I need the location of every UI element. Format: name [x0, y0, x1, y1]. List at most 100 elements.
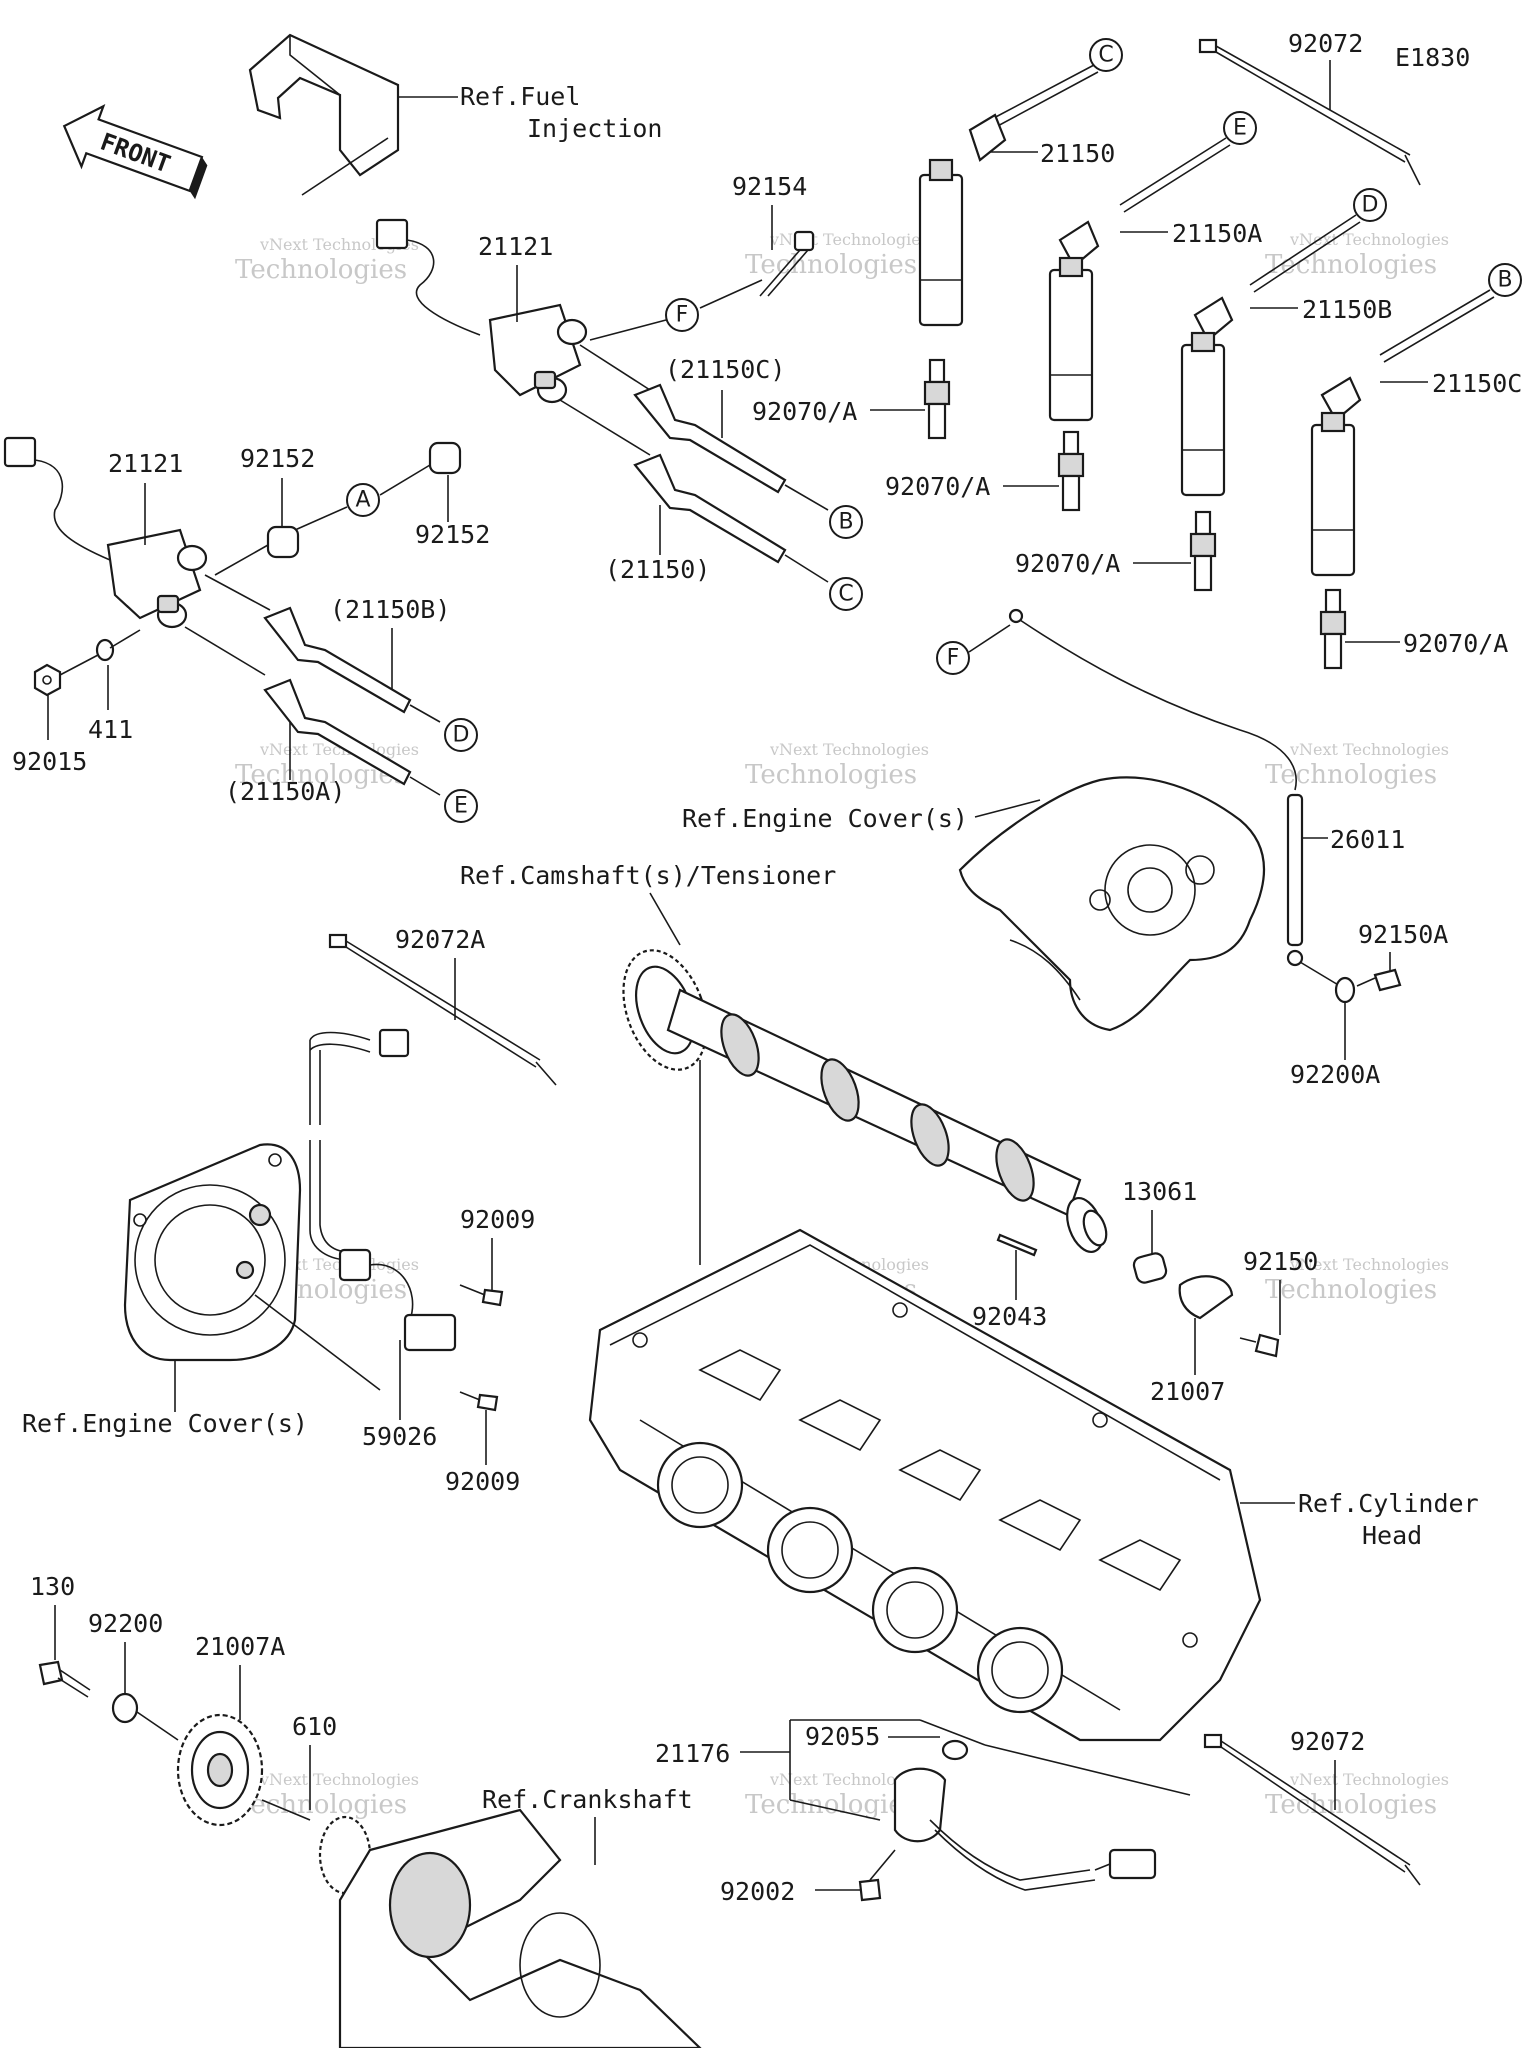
- part-92152-left: 92152: [240, 444, 315, 473]
- spark-plug-lead-21150C: [1310, 289, 1495, 577]
- part-21150B-paren: (21150B): [330, 595, 450, 624]
- watermark-text: Technologies: [745, 760, 917, 790]
- engine-cover-left: [123, 1143, 302, 1362]
- watermark-text: Technologies: [235, 1790, 407, 1820]
- callout-d-letter: D: [453, 723, 470, 748]
- watermark-text: vNext Technologies: [769, 740, 929, 759]
- part-92043: 92043: [972, 1302, 1047, 1331]
- callout-d-letter: D: [1362, 193, 1379, 218]
- part-21150B: 21150B: [1302, 295, 1392, 324]
- callout-e-letter: E: [1233, 116, 1247, 141]
- plug-boot-21150C: [633, 383, 829, 511]
- watermark-text: Technologies: [235, 255, 407, 285]
- callout-d: [444, 718, 478, 752]
- callout-a: [346, 483, 380, 517]
- ground-lead-26011: [1008, 608, 1304, 967]
- part-92009-bot: 92009: [445, 1467, 520, 1496]
- callout-f: [936, 641, 970, 675]
- part-92150: 92150: [1243, 1247, 1318, 1276]
- part-610: 610: [292, 1712, 337, 1741]
- part-92150A: 92150A: [1358, 920, 1448, 949]
- watermark-text: vNext Technologies: [1289, 1255, 1449, 1274]
- washer-411: [95, 638, 115, 662]
- watermark-text: Technologies: [1265, 760, 1437, 790]
- watermark-text: vNext Technologies: [769, 1770, 929, 1789]
- part-59026: 59026: [362, 1422, 437, 1451]
- part-21150: 21150: [1040, 139, 1115, 168]
- watermark-text: Technologies: [1265, 250, 1437, 280]
- part-92015: 92015: [12, 747, 87, 776]
- bolt-92150: [1239, 1333, 1280, 1358]
- plug-boot-21150B: [263, 606, 441, 723]
- bolt-92150A: [1356, 968, 1402, 992]
- watermark-text: vNext Technologies: [1289, 740, 1449, 759]
- callout-c-letter: C: [1098, 43, 1113, 68]
- callout-b: [829, 505, 863, 539]
- fuel-injection-bracket: [248, 33, 458, 196]
- part-92072A: 92072A: [395, 925, 485, 954]
- part-92072-top: 92072: [1288, 29, 1363, 58]
- spark-plug-lead-21150: [918, 64, 1099, 327]
- bolt-130: [38, 1660, 91, 1698]
- timing-rotor-21007A: [176, 1713, 264, 1827]
- part-92070-2: 92070/A: [885, 472, 990, 501]
- diagram-code: E1830: [1395, 43, 1470, 72]
- part-92070-1: 92070/A: [752, 397, 857, 426]
- callout-c-letter: C: [838, 582, 853, 607]
- callout-b-letter: B: [1497, 268, 1512, 293]
- cylinder-head: [588, 1228, 1262, 1742]
- callout-e: [444, 789, 478, 823]
- cable-tie-92072-bot: [1203, 1733, 1421, 1886]
- callout-a-letter: A: [355, 488, 370, 513]
- watermark-text: Technologies: [745, 250, 917, 280]
- part-21150A: 21150A: [1172, 219, 1262, 248]
- spark-plug-3: [1189, 510, 1217, 592]
- callout-f-letter: F: [676, 303, 689, 328]
- rotor-13061: [1132, 1252, 1168, 1284]
- watermark-text: vNext Technologies: [259, 1770, 419, 1789]
- o-ring-92055: [941, 1739, 969, 1761]
- callout-f: [665, 298, 699, 332]
- part-92009-top: 92009: [460, 1205, 535, 1234]
- plug-boot-21150: [633, 453, 829, 583]
- watermark-text: vNext Technologies: [1289, 1770, 1449, 1789]
- part-21121-top: 21121: [478, 232, 553, 261]
- part-21007A: 21007A: [195, 1632, 285, 1661]
- part-92070-3: 92070/A: [1015, 549, 1120, 578]
- part-26011: 26011: [1330, 825, 1405, 854]
- bolt-92009-bot: [459, 1391, 499, 1412]
- spark-plug-lead-21150A: [1048, 137, 1231, 422]
- spark-plug-4: [1319, 588, 1347, 670]
- callout-d: [1353, 188, 1387, 222]
- front-arrow-icon: FRONT: [62, 104, 208, 200]
- part-92200: 92200: [88, 1609, 163, 1638]
- ignition-coil-top: [375, 218, 651, 456]
- part-130: 130: [30, 1572, 75, 1601]
- part-21150-paren: (21150): [605, 555, 710, 584]
- part-92200A: 92200A: [1290, 1060, 1380, 1089]
- ignition-coil-left: [3, 436, 271, 676]
- watermark-text: Technologies: [745, 1790, 917, 1820]
- engine-cover-right: [958, 776, 1266, 1032]
- part-21150A-paren: (21150A): [225, 777, 345, 806]
- cable-tie-92072-top: [1198, 38, 1421, 186]
- ref-engine-cover-right: Ref.Engine Cover(s): [682, 804, 968, 833]
- callout-e-letter: E: [454, 794, 468, 819]
- crankshaft: [318, 1808, 702, 2048]
- washer-92200A: [1334, 976, 1356, 1004]
- cable-tie-92072A: [328, 933, 557, 1086]
- callout-f-letter: F: [947, 646, 960, 671]
- plug-boot-21150A: [263, 678, 441, 796]
- part-92070-4: 92070/A: [1403, 629, 1508, 658]
- bolt-92154: [759, 230, 815, 297]
- part-21176: 21176: [655, 1739, 730, 1768]
- part-13061: 13061: [1122, 1177, 1197, 1206]
- part-92152-right: 92152: [415, 520, 490, 549]
- collar-92152-right: [428, 441, 462, 475]
- washer-92200: [111, 1692, 139, 1724]
- callout-b-letter: B: [838, 510, 853, 535]
- spark-plug-1: [923, 358, 951, 440]
- bolt-92009-top: [459, 1284, 504, 1307]
- watermark-text: vNext Technologies: [1289, 230, 1449, 249]
